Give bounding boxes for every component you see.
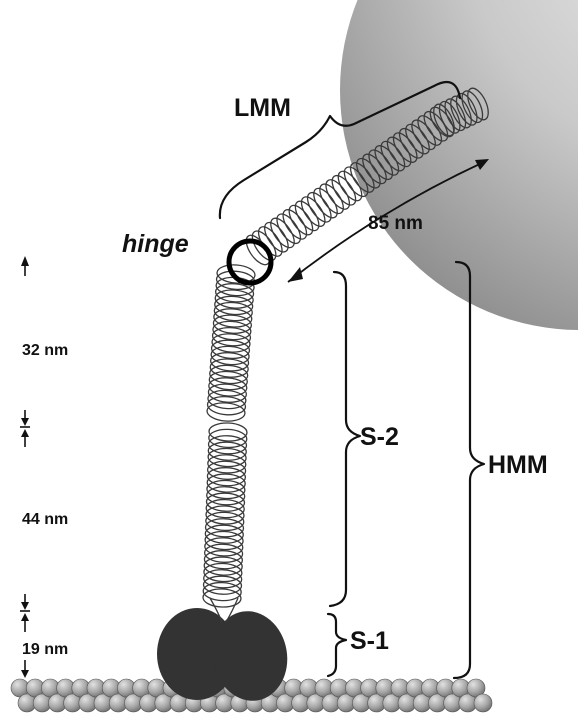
dimension-markers — [20, 256, 30, 678]
coiled-coil-upper — [206, 264, 255, 423]
lmm-label: LMM — [234, 94, 291, 122]
sphere — [340, 0, 578, 330]
hmm-brace — [454, 262, 484, 678]
length-85-label: 85 nm — [368, 213, 423, 234]
hmm-label: HMM — [488, 451, 548, 479]
coiled-coil-lower — [203, 422, 248, 607]
hinge-label: hinge — [122, 230, 189, 258]
hinge-ring — [229, 241, 271, 283]
s1-label: S-1 — [350, 627, 389, 655]
s2-brace — [330, 272, 360, 606]
length-44-label: 44 nm — [22, 511, 68, 528]
s1-brace — [328, 614, 346, 676]
length-19-label: 19 nm — [22, 641, 68, 658]
length-32-label: 32 nm — [22, 342, 68, 359]
actin-bead — [474, 694, 492, 712]
s2-label: S-2 — [360, 423, 399, 451]
